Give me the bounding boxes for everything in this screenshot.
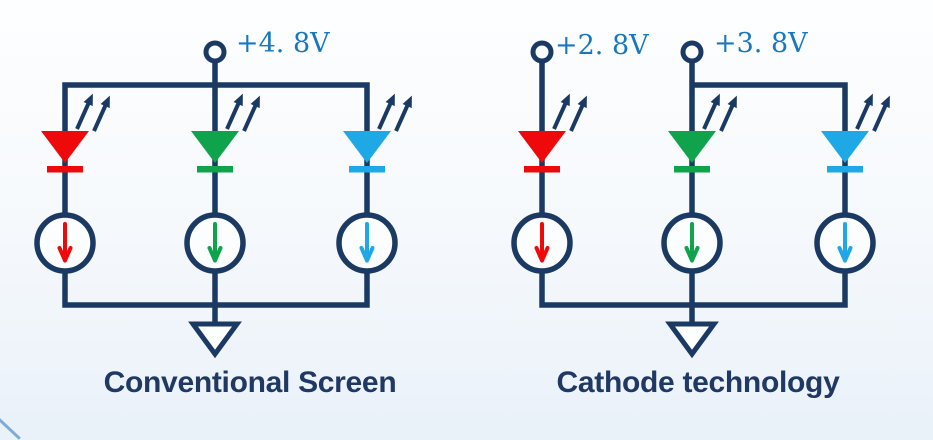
left-supply-voltage-label: +4. 8V <box>236 28 330 59</box>
right-led-green-icon <box>668 131 716 173</box>
left-ground-icon <box>188 321 242 359</box>
left-led-red-icon <box>41 131 89 173</box>
left-power-terminal-icon <box>203 40 227 64</box>
right-emission-arrows-red-icon <box>552 93 587 132</box>
right-emission-arrows-green-icon <box>702 93 737 132</box>
right-emission-arrows-blue-icon <box>855 93 890 132</box>
left-circuit-title: Conventional Screen <box>103 366 397 399</box>
left-emission-arrows-green-icon <box>225 93 260 132</box>
right-supply-voltage-label-red: +2. 8V <box>555 30 649 61</box>
right-power-terminal-red-icon <box>530 40 554 64</box>
right-current-source-green-icon <box>661 212 723 274</box>
right-ground-icon <box>665 321 719 359</box>
left-emission-arrows-red-icon <box>75 93 110 132</box>
left-led-green-icon <box>191 131 239 173</box>
left-current-source-green-icon <box>184 212 246 274</box>
left-circuit-diagram <box>34 40 412 359</box>
right-circuit-title: Cathode technology <box>556 366 840 399</box>
right-led-blue-icon <box>821 131 869 173</box>
right-current-source-red-icon <box>511 212 573 274</box>
right-circuit-diagram <box>511 40 890 359</box>
right-led-red-icon <box>518 131 566 173</box>
left-current-source-blue-icon <box>336 212 398 274</box>
left-emission-arrows-blue-icon <box>377 93 412 132</box>
left-current-source-red-icon <box>34 212 96 274</box>
right-power-terminal-gb-icon <box>680 40 704 64</box>
right-top-bus-wire <box>692 82 848 218</box>
left-led-blue-icon <box>343 131 391 173</box>
right-supply-voltage-label-green-blue: +3. 8V <box>714 28 808 59</box>
right-current-source-blue-icon <box>814 212 876 274</box>
